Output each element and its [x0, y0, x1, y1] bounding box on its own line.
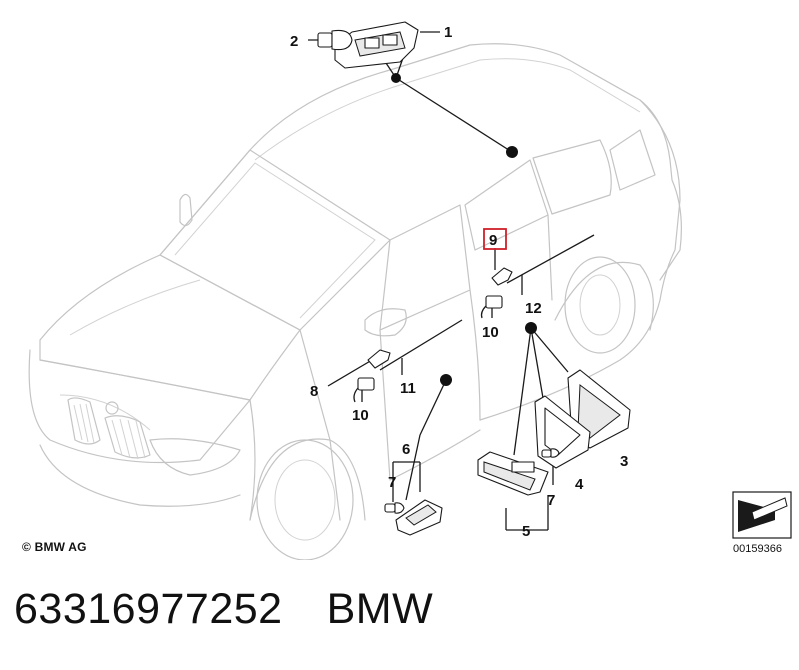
callout-11: 11 [400, 380, 416, 397]
part-2-bulb [317, 29, 353, 51]
callout-7-right: 7 [547, 492, 555, 509]
callout-9: 9 [489, 232, 497, 249]
part-caption: 63316977252 BMW [14, 585, 433, 634]
callout-12: 12 [525, 300, 542, 317]
callout-8: 8 [310, 383, 318, 400]
callout-3: 3 [620, 453, 628, 470]
parts-diagram: 1 2 3 4 5 6 7 7 8 9 10 10 11 12 [28, 21, 792, 560]
part-6-footwell-light [395, 499, 443, 536]
part-10-plugs [353, 295, 503, 403]
callout-10-left: 10 [352, 407, 369, 424]
part-8-9-connectors [367, 267, 513, 369]
callout-1: 1 [444, 24, 452, 41]
callout-labels: 1 2 3 4 5 6 7 7 8 9 10 10 11 12 [290, 24, 628, 540]
callout-4: 4 [575, 476, 584, 493]
figure-id: 00159366 [733, 543, 782, 555]
car-outline [28, 43, 682, 560]
callout-10-right: 10 [482, 324, 499, 341]
callout-6: 6 [402, 441, 410, 458]
part-5-door-light [477, 451, 549, 496]
brand-name: BMW [326, 585, 434, 633]
anchor-dots [391, 73, 537, 386]
part-number: 63316977252 [14, 585, 283, 633]
callout-5: 5 [522, 523, 530, 540]
copyright-label: © BMW AG [22, 540, 87, 554]
callout-9-highlight [483, 228, 507, 250]
orientation-arrow-icon [732, 491, 792, 539]
part-1-roof-light [334, 21, 419, 69]
callout-2: 2 [290, 33, 298, 50]
callout-7-left: 7 [388, 474, 396, 491]
part-7-bulbs [384, 448, 560, 514]
